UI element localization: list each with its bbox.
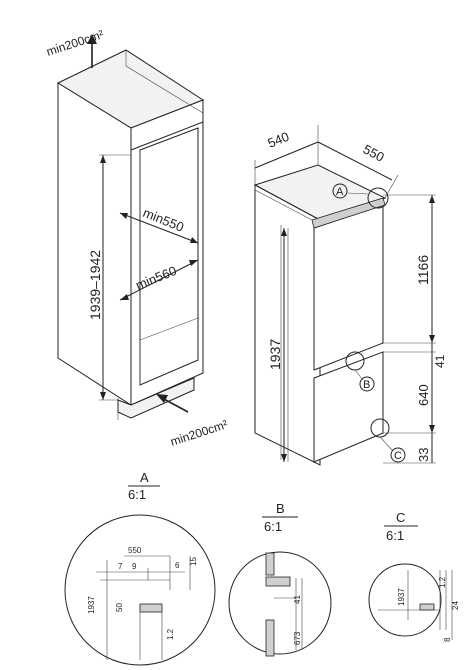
detail-c-scale: 6:1	[386, 528, 404, 543]
detail-b-title: B	[276, 501, 285, 516]
callout-b-letter: B	[363, 379, 370, 391]
appliance-drawing	[253, 125, 436, 466]
detail-c-dim-8: 8	[443, 637, 452, 642]
detail-a-dim-9: 9	[132, 562, 137, 571]
width-label: 540	[266, 129, 292, 151]
vent-bottom-label: min200cm²	[169, 417, 230, 449]
detail-c-dim-1937: 1937	[397, 588, 406, 606]
depth-label: 550	[361, 141, 387, 164]
detail-b-dim-673: 673	[293, 631, 302, 645]
detail-c-title: C	[396, 510, 405, 525]
vent-top-label: min200cm²	[45, 27, 106, 59]
detail-a-dim-6: 6	[175, 561, 180, 570]
detail-b-dim-41: 41	[293, 595, 302, 604]
bottom-label: 33	[416, 448, 431, 462]
detail-c-dim-1-2: 1.2	[438, 576, 447, 588]
detail-c-dim-24: 24	[451, 601, 460, 610]
height-label: 1937	[267, 339, 283, 370]
detail-a-dim-50: 50	[115, 603, 124, 612]
detail-a-dim-1937: 1937	[87, 596, 96, 614]
detail-a-dim-15: 15	[189, 557, 198, 566]
callout-c-letter: C	[394, 450, 402, 462]
detail-a-title: A	[140, 470, 149, 485]
detail-b-drawing	[228, 551, 332, 657]
detail-a-scale: 6:1	[128, 487, 146, 502]
detail-b-scale: 6:1	[264, 519, 282, 534]
callout-a-letter: A	[336, 186, 344, 198]
height-range-label: 1939–1942	[87, 250, 103, 320]
detail-a-dim-550: 550	[128, 546, 142, 555]
detail-a-drawing	[64, 514, 216, 666]
detail-c-drawing	[368, 563, 453, 640]
detail-a-dim-7: 7	[118, 562, 123, 571]
lower-section-label: 640	[416, 384, 431, 406]
detail-a-dim-1-2: 1.2	[166, 628, 175, 640]
gap-label: 41	[433, 354, 447, 368]
upper-section-label: 1166	[415, 255, 431, 285]
cabinet-drawing	[56, 34, 205, 420]
